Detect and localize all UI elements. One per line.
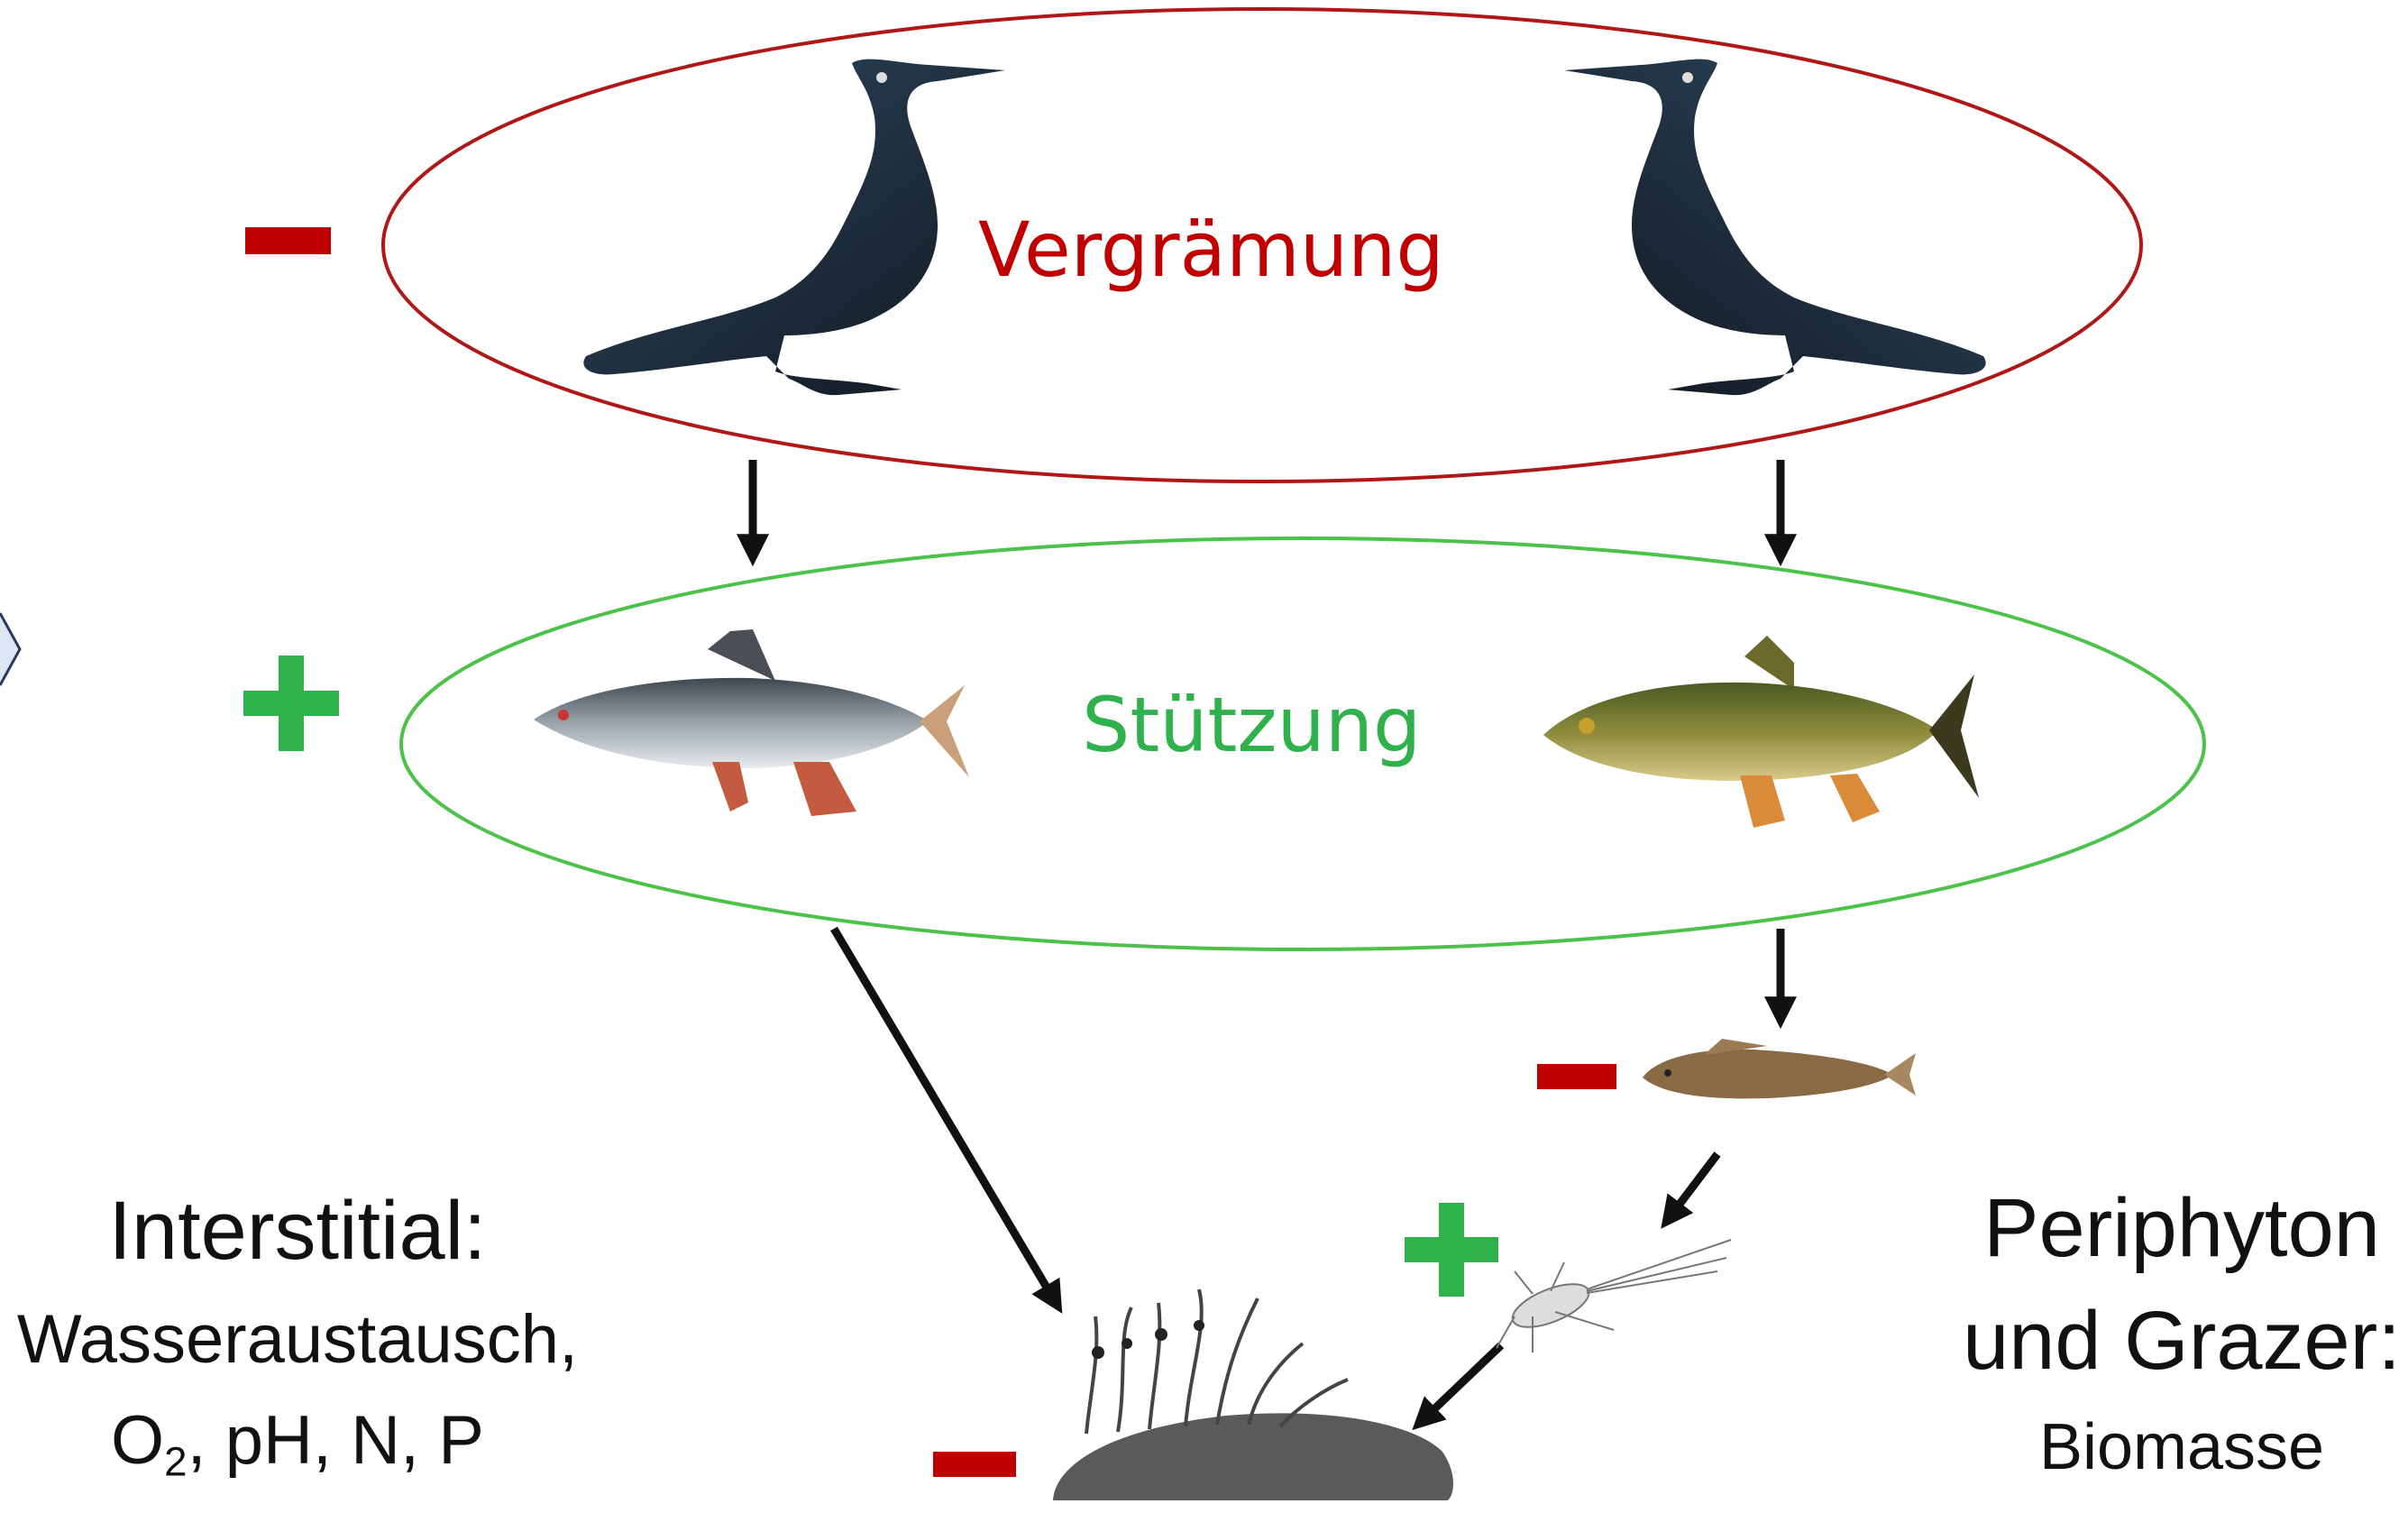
bullhead-fish-icon — [1643, 1039, 1916, 1098]
vergraemung-label: Vergrämung — [978, 206, 1444, 294]
chub-fish-icon — [1543, 636, 1979, 828]
arrow-smallfish-to-insect — [1670, 1154, 1717, 1217]
small-fish-minus-sign — [1537, 1064, 1616, 1089]
periphyton-title-1: Periphyton — [1902, 1172, 2408, 1285]
periphyton-stone-icon — [1053, 1289, 1453, 1500]
arrow-insect-to-substrate — [1423, 1345, 1501, 1420]
periphyton-text-block: Periphyton und Grazer: Biomasse — [1902, 1172, 2408, 1497]
cormorant-left-icon — [583, 60, 1005, 396]
partial-shape-left-edge — [0, 613, 20, 685]
periphyton-line-1: Biomasse — [1902, 1398, 2408, 1497]
middle-plus-sign — [243, 656, 339, 751]
top-minus-sign — [245, 227, 331, 254]
roach-fish-icon — [534, 629, 969, 816]
arrow-fish-to-substrate — [834, 929, 1055, 1301]
interstitial-text-block: Interstitial: Wasseraustausch, O2, pH, N… — [0, 1172, 631, 1513]
o2-rest: , pH, N, P — [188, 1402, 484, 1479]
o2-subscript: 2 — [164, 1439, 187, 1485]
interstitial-title: Interstitial: — [0, 1172, 631, 1289]
substrate-minus-sign — [933, 1452, 1016, 1477]
cormorant-right-icon — [1564, 60, 1986, 396]
stuetzung-label: Stützung — [1082, 681, 1421, 769]
interstitial-line-1: Wasseraustausch, — [0, 1289, 631, 1390]
periphyton-title-2: und Grazer: — [1902, 1285, 2408, 1398]
insect-plus-sign — [1405, 1203, 1498, 1297]
o2-prefix: O — [111, 1402, 164, 1479]
interstitial-line-2: O2, pH, N, P — [0, 1390, 631, 1513]
mayfly-larva-icon — [1497, 1240, 1731, 1353]
